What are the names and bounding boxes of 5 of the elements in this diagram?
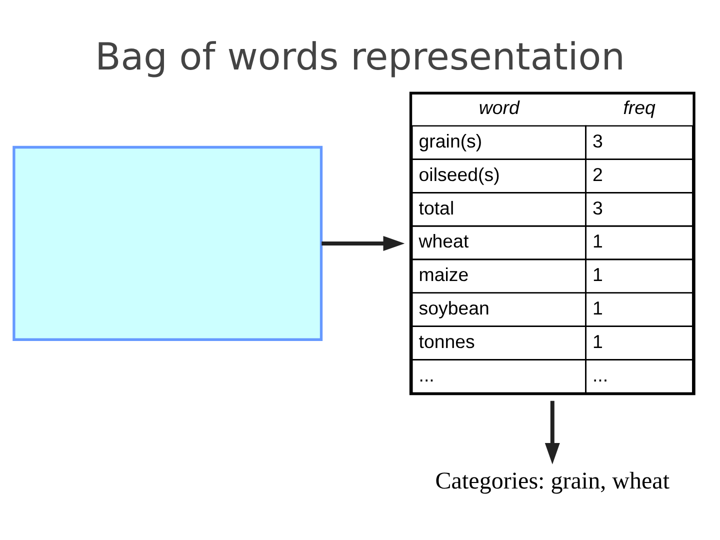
diagram-title: Bag of words representation <box>95 34 625 78</box>
node-box <box>12 145 323 340</box>
arrow <box>544 400 560 464</box>
node-text: Categories: grain, wheat <box>435 468 670 494</box>
arrow <box>322 235 405 250</box>
